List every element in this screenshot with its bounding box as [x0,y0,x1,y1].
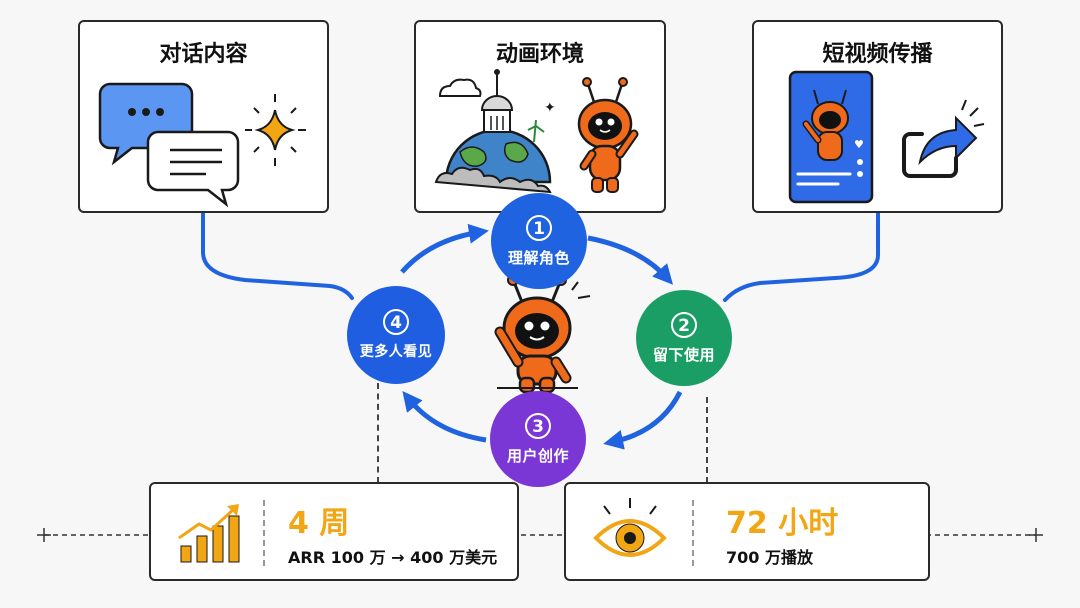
cycle-step-2: 2 留下使用 [636,290,732,386]
card-dialog-title: 对话内容 [159,42,248,67]
arrow-4-to-1 [400,223,489,274]
card-animation: 动画环境 ✦ [414,20,666,213]
cycle-step-1-number: 1 [526,214,552,241]
stat-views-caption: 700 万播放 [726,548,813,567]
cycle-step-3: 3 用户创作 [490,391,586,487]
stat-views-value: 72 小时 [726,506,839,541]
card-dialog: 对话内容 [78,20,329,213]
phone-icon: ♥ [788,70,874,204]
connector-video [723,211,880,302]
cycle-step-4-number: 4 [383,309,409,335]
svg-text:✦: ✦ [544,100,556,116]
growth-chart-icon [178,504,240,563]
guide-right [706,397,708,483]
cycle-step-1-label: 理解角色 [507,248,570,267]
cycle-step-3-label: 用户创作 [506,446,569,465]
mascot-icon [577,77,639,193]
arrow-3-to-4 [402,390,487,443]
stat-growth: 4 周 ARR 100 万 → 400 万美元 [149,482,519,581]
guide-left [377,383,379,483]
cycle-step-2-number: 2 [671,311,697,338]
eye-icon [593,498,667,557]
share-icon [902,99,985,178]
chat-bubbles-icon [98,82,240,208]
cycle-step-4: 4 更多人看见 [347,286,445,384]
connector-dialog [201,211,354,300]
stat-growth-value: 4 周 [288,506,350,541]
cycle-step-3-number: 3 [525,412,551,439]
sparkle-icon [245,94,306,166]
globe-icon: ✦ [434,69,556,194]
card-animation-title: 动画环境 [495,42,584,67]
cycle-step-2-label: 留下使用 [652,345,715,364]
stat-views: 72 小时 700 万播放 [564,482,930,581]
cycle-step-1: 1 理解角色 [491,193,587,289]
arrow-2-to-3 [603,390,683,450]
svg-text:♥: ♥ [854,138,864,151]
arrow-1-to-2 [587,235,674,285]
cycle-step-4-label: 更多人看见 [359,344,433,360]
card-video: 短视频传播 ♥ [752,20,1003,213]
stat-growth-caption: ARR 100 万 → 400 万美元 [288,548,498,567]
card-video-title: 短视频传播 [822,42,933,67]
